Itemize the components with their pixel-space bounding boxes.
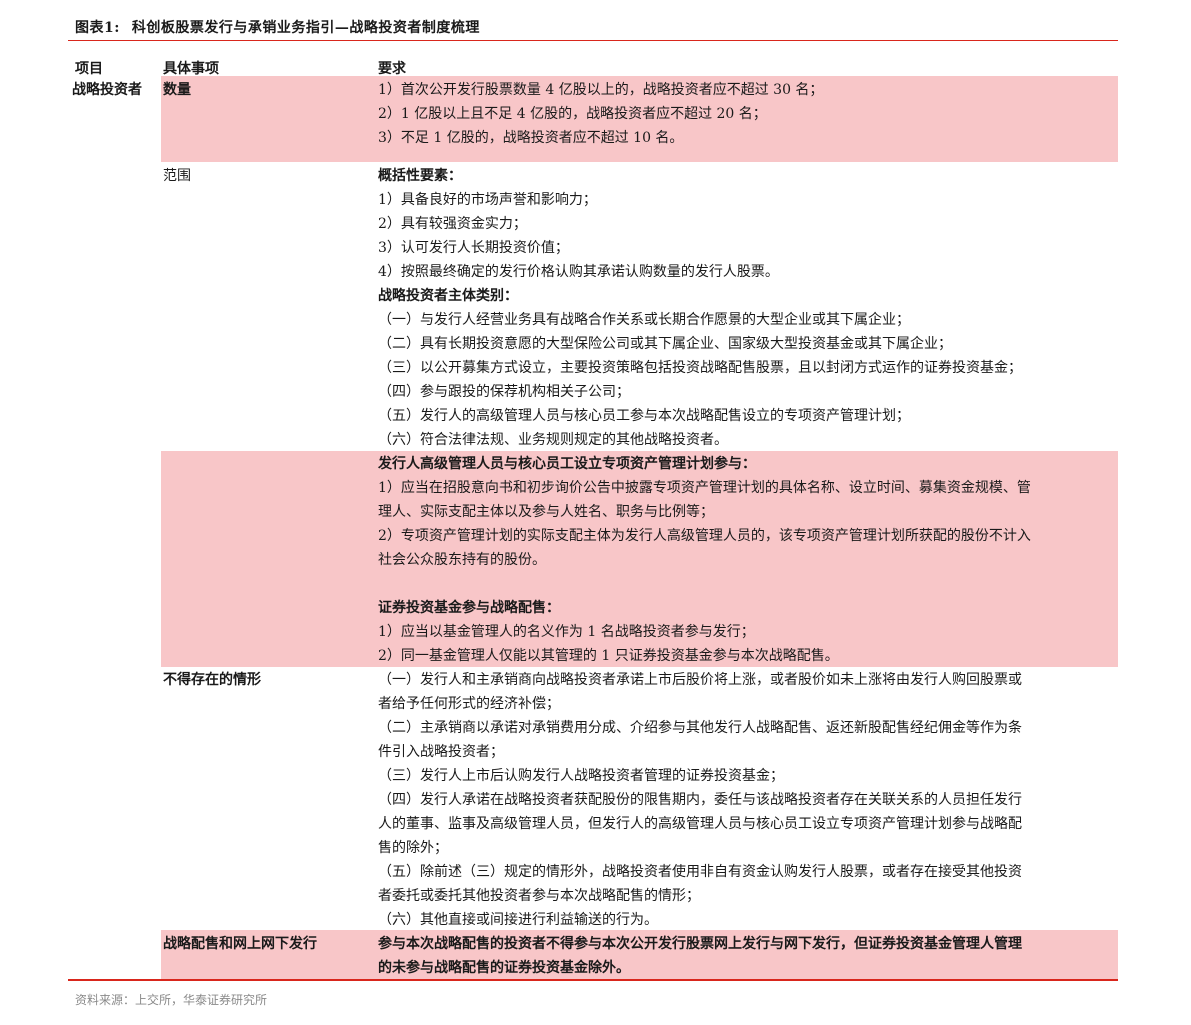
req-line: （一）与发行人经营业务具有战略合作关系或长期合作愿景的大型企业或其下属企业； <box>378 312 910 328</box>
req-line: 售的除外； <box>378 840 448 856</box>
source-note: 资料来源：上交所，华泰证券研究所 <box>75 993 268 1007</box>
req-line: 的未参与战略配售的证券投资基金除外。 <box>378 960 630 976</box>
req-line: 2）1 亿股以上且不足 4 亿股的，战略投资者应不超过 20 名； <box>378 106 767 122</box>
bottom-rule <box>68 979 1118 981</box>
req-line: （二）主承销商以承诺对承销费用分成、介绍参与其他发行人战略配售、返还新股配售经纪… <box>378 720 1022 736</box>
req-line: （二）具有长期投资意愿的大型保险公司或其下属企业、国家级大型投资基金或其下属企业… <box>378 336 952 352</box>
requirement-online-offline: 参与本次战略配售的投资者不得参与本次公开发行股票网上发行与网下发行，但证券投资基… <box>378 932 1022 980</box>
highlight-row-participation <box>161 451 1118 667</box>
req-line: 1）应当在招股意向书和初步询价公告中披露专项资产管理计划的具体名称、设立时间、募… <box>378 480 1031 496</box>
req-subheading: 概括性要素： <box>378 168 462 184</box>
req-line: 3）认可发行人长期投资价值； <box>378 240 569 256</box>
req-line: 2）同一基金管理人仅能以其管理的 1 只证券投资基金参与本次战略配售。 <box>378 648 839 664</box>
detail-scope: 范围 <box>163 168 191 184</box>
figure-number: 图表1: <box>75 20 120 36</box>
highlight-row-quantity <box>161 76 1118 162</box>
detail-quantity: 数量 <box>163 82 191 98</box>
header-detail: 具体事项 <box>163 61 219 77</box>
req-line: 1）首次公开发行股票数量 4 亿股以上的，战略投资者应不超过 30 名； <box>378 82 824 98</box>
req-line: （一）发行人和主承销商向战略投资者承诺上市后股价将上涨，或者股价如未上涨将由发行… <box>378 672 1022 688</box>
req-line: 1）具备良好的市场声誉和影响力； <box>378 192 597 208</box>
detail-prohibited: 不得存在的情形 <box>163 672 261 688</box>
req-subheading: 证券投资基金参与战略配售： <box>378 600 560 616</box>
requirement-scope: 概括性要素： 1）具备良好的市场声誉和影响力； 2）具有较强资金实力； 3）认可… <box>378 164 1022 452</box>
req-blank-line <box>378 572 1031 596</box>
req-line: 件引入战略投资者； <box>378 744 504 760</box>
highlight-row-online-offline <box>161 930 1118 979</box>
req-subheading: 战略投资者主体类别： <box>378 288 518 304</box>
req-line: （五）发行人的高级管理人员与核心员工参与本次战略配售设立的专项资产管理计划； <box>378 408 910 424</box>
figure-title: 图表1: 科创板股票发行与承销业务指引—战略投资者制度梳理 <box>75 17 480 37</box>
req-line: 2）具有较强资金实力； <box>378 216 527 232</box>
requirement-participation: 发行人高级管理人员与核心员工设立专项资产管理计划参与： 1）应当在招股意向书和初… <box>378 452 1031 668</box>
req-line: 1）应当以基金管理人的名义作为 1 名战略投资者参与发行； <box>378 624 755 640</box>
item-label-strategic-investor: 战略投资者 <box>72 82 142 98</box>
req-line: 2）专项资产管理计划的实际支配主体为发行人高级管理人员的，该专项资产管理计划所获… <box>378 528 1031 544</box>
req-line: （三）发行人上市后认购发行人战略投资者管理的证券投资基金； <box>378 768 784 784</box>
figure-title-text: 科创板股票发行与承销业务指引—战略投资者制度梳理 <box>131 20 480 36</box>
req-line: 者给予任何形式的经济补偿； <box>378 696 560 712</box>
req-line: 者委托或委托其他投资者参与本次战略配售的情形； <box>378 888 700 904</box>
header-item: 项目 <box>75 61 103 77</box>
req-line: （三）以公开募集方式设立，主要投资策略包括投资战略配售股票，且以封闭方式运作的证… <box>378 360 1022 376</box>
req-subheading: 发行人高级管理人员与核心员工设立专项资产管理计划参与： <box>378 456 756 472</box>
req-line: （六）符合法律法规、业务规则规定的其他战略投资者。 <box>378 432 728 448</box>
req-line: （六）其他直接或间接进行利益输送的行为。 <box>378 912 658 928</box>
req-line: 参与本次战略配售的投资者不得参与本次公开发行股票网上发行与网下发行，但证券投资基… <box>378 936 1022 952</box>
top-rule <box>68 40 1118 41</box>
requirement-prohibited: （一）发行人和主承销商向战略投资者承诺上市后股价将上涨，或者股价如未上涨将由发行… <box>378 668 1022 932</box>
req-line: 3）不足 1 亿股的，战略投资者应不超过 10 名。 <box>378 130 684 146</box>
req-line: （四）发行人承诺在战略投资者获配股份的限售期内，委任与该战略投资者存在关联关系的… <box>378 792 1022 808</box>
requirement-quantity: 1）首次公开发行股票数量 4 亿股以上的，战略投资者应不超过 30 名； 2）1… <box>378 78 823 150</box>
req-line: 理人、实际支配主体以及参与人姓名、职务与比例等； <box>378 504 714 520</box>
header-requirement: 要求 <box>378 61 406 77</box>
req-line: （五）除前述（三）规定的情形外，战略投资者使用非自有资金认购发行人股票，或者存在… <box>378 864 1022 880</box>
req-line: 社会公众股东持有的股份。 <box>378 552 546 568</box>
req-line: （四）参与跟投的保荐机构相关子公司； <box>378 384 630 400</box>
req-line: 人的董事、监事及高级管理人员，但发行人的高级管理人员与核心员工设立专项资产管理计… <box>378 816 1022 832</box>
detail-online-offline: 战略配售和网上网下发行 <box>163 936 317 952</box>
req-line: 4）按照最终确定的发行价格认购其承诺认购数量的发行人股票。 <box>378 264 779 280</box>
